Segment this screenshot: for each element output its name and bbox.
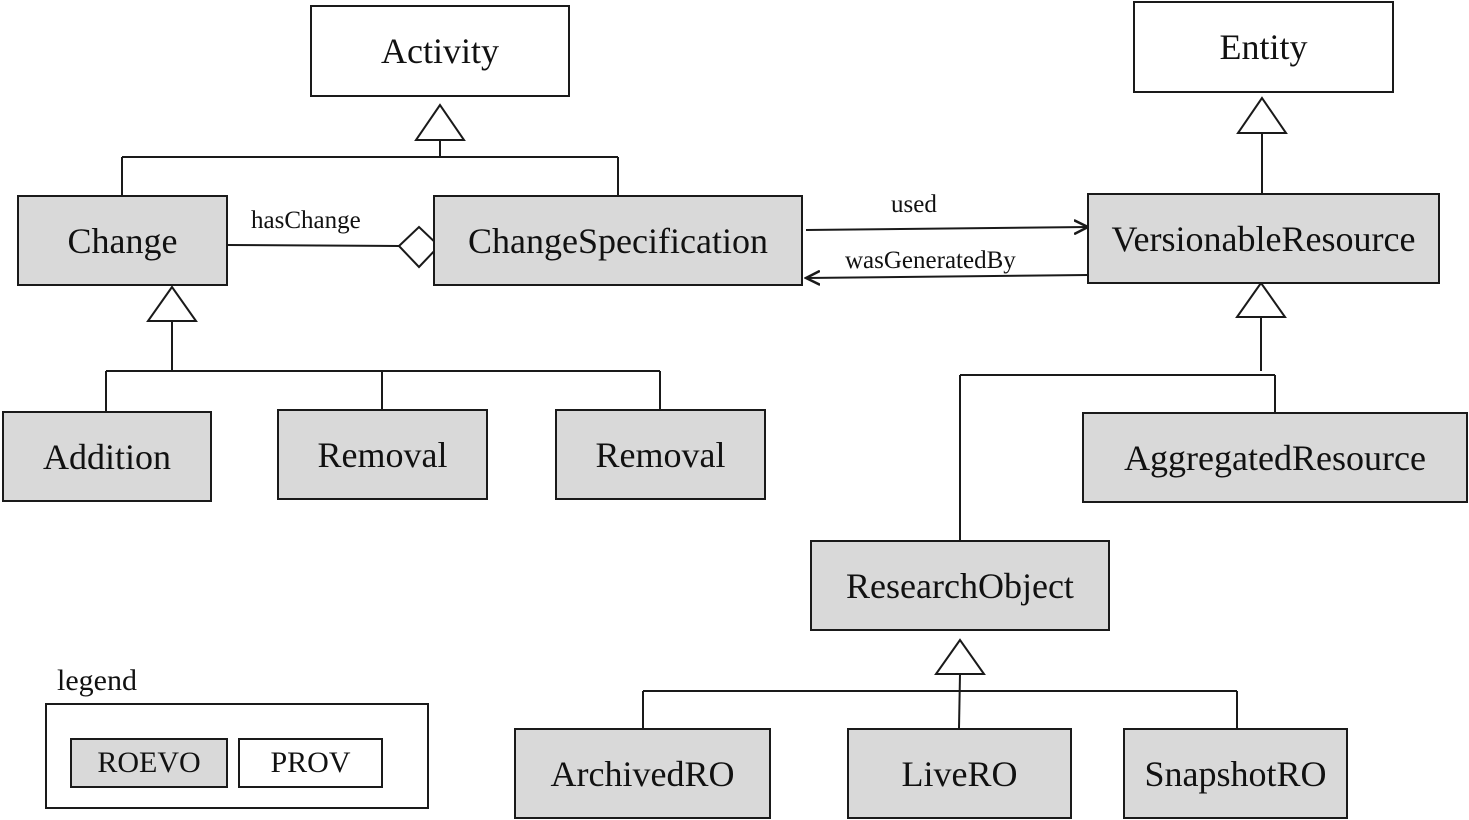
node-versionable-resource: VersionableResource xyxy=(1087,193,1440,284)
legend-title: legend xyxy=(57,664,137,697)
node-change-specification: ChangeSpecification xyxy=(433,195,803,286)
generalization-entity xyxy=(1236,96,1288,193)
node-research-object: ResearchObject xyxy=(810,540,1110,631)
edge-was-generated-by xyxy=(806,275,1089,278)
generalization-versionable-resource xyxy=(959,281,1287,540)
generalization-research-object xyxy=(642,638,1238,729)
generalization-activity xyxy=(121,103,619,195)
edge-used xyxy=(805,227,1088,230)
label-used: used xyxy=(891,191,937,218)
node-activity: Activity xyxy=(310,5,570,97)
node-removal-1: Removal xyxy=(277,409,488,500)
node-entity: Entity xyxy=(1133,1,1394,93)
node-change: Change xyxy=(17,195,228,286)
node-addition: Addition xyxy=(2,411,212,502)
generalization-change xyxy=(105,285,661,411)
node-removal-2: Removal xyxy=(555,409,766,500)
node-aggregated-resource: AggregatedResource xyxy=(1082,412,1468,503)
legend-roevo: ROEVO xyxy=(70,738,228,788)
node-live-ro: LiveRO xyxy=(847,728,1072,819)
legend-prov: PROV xyxy=(238,738,383,788)
label-was-generated-by: wasGeneratedBy xyxy=(845,247,1016,274)
node-snapshot-ro: SnapshotRO xyxy=(1123,728,1348,819)
node-archived-ro: ArchivedRO xyxy=(514,728,771,819)
label-has-change: hasChange xyxy=(251,207,361,234)
